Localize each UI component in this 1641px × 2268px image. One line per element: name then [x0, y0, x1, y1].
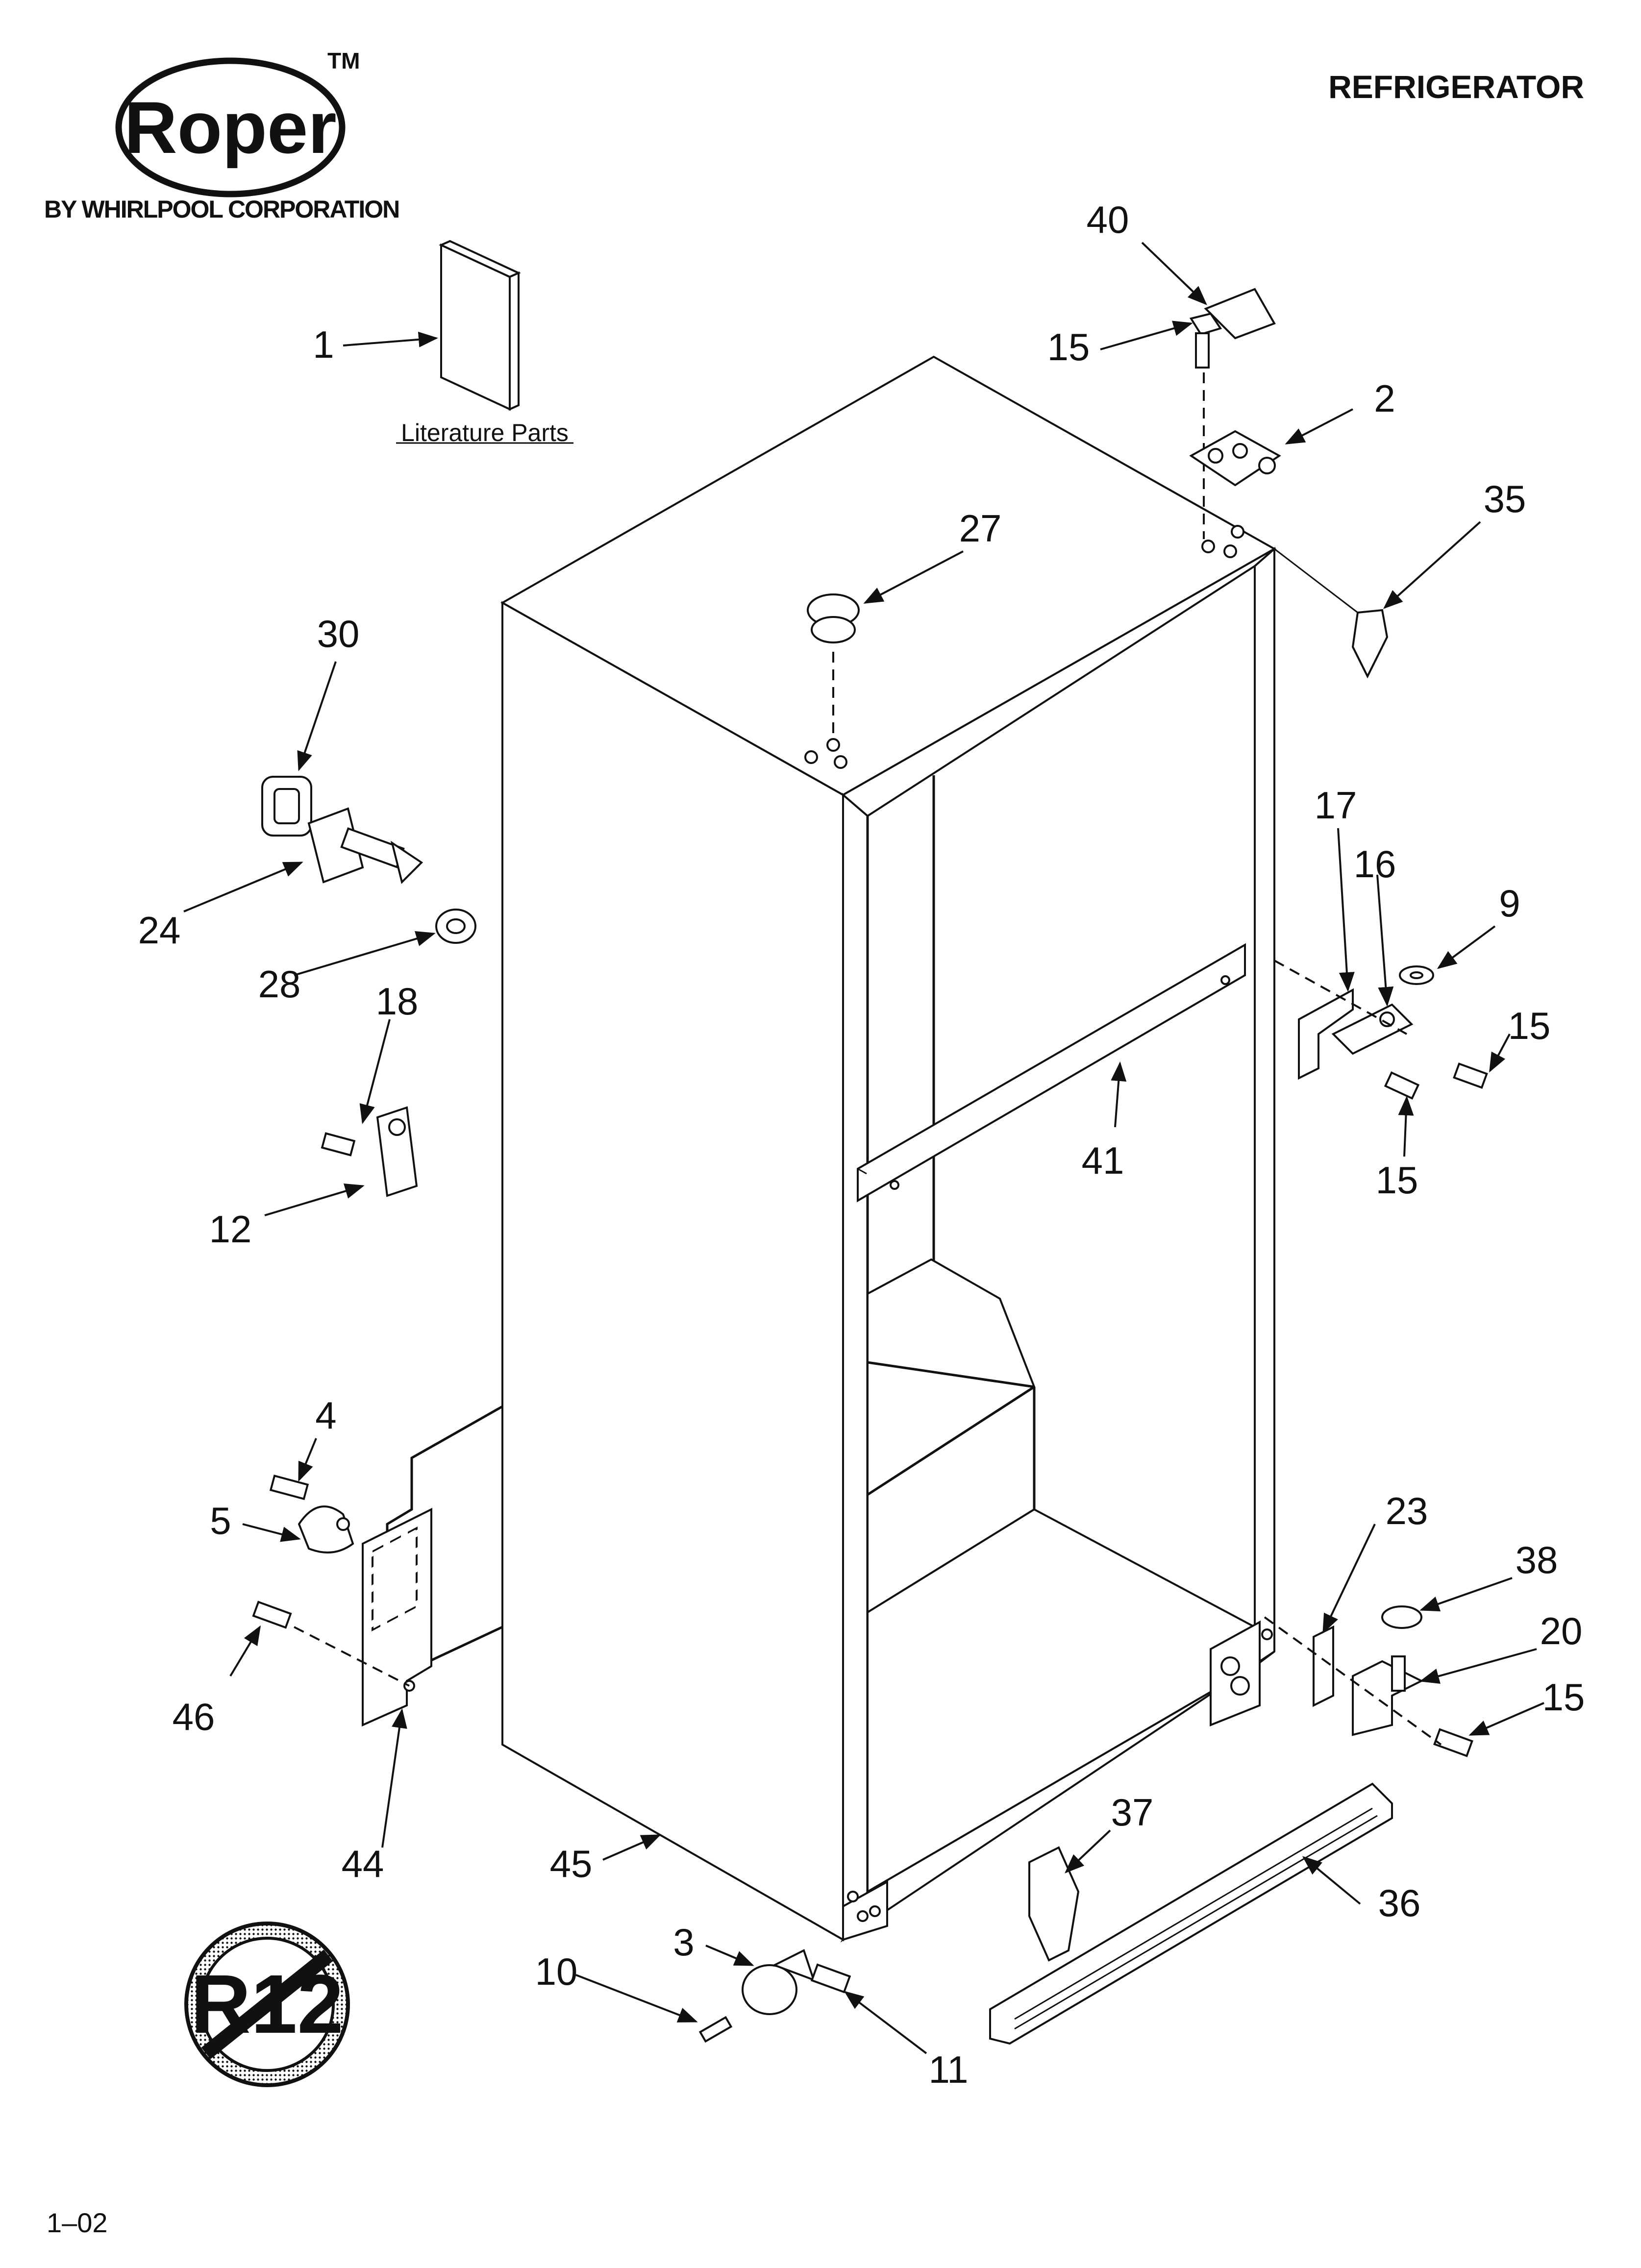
hinge-cap-icon: [1351, 609, 1389, 679]
callout-35: 35: [1484, 477, 1526, 520]
plug-button-icon: [807, 593, 860, 643]
page-title: REFRIGERATOR: [1328, 69, 1584, 105]
callout-46: 46: [173, 1695, 215, 1738]
callout-3: 3: [673, 1921, 694, 1964]
callout-37: 37: [1111, 1791, 1154, 1834]
callout-labels: 1 40 15 2 35 27 30 24 28 18 12 17 16 9 1…: [138, 198, 1585, 2091]
cable-clamp-icon: [298, 1505, 354, 1553]
hinge-cover-icon: [1204, 288, 1276, 340]
roper-logo: Roper TM BY WHIRLPOOL CORPORATION: [44, 48, 400, 223]
callout-2: 2: [1374, 377, 1395, 420]
callout-1: 1: [313, 323, 334, 366]
callout-41: 41: [1082, 1139, 1124, 1182]
drain-tube-icon: [307, 807, 423, 884]
hinge-screw-icon: [1433, 1728, 1473, 1757]
washer-icon: [1381, 1605, 1422, 1629]
callout-24: 24: [138, 909, 181, 952]
callout-10: 10: [535, 1950, 578, 1993]
clip-bracket-icon: [376, 1106, 418, 1197]
callout-28: 28: [258, 962, 301, 1006]
trademark-symbol: TM: [327, 48, 360, 74]
shim-plate-icon: [1313, 1625, 1334, 1707]
screw-icon: [810, 1963, 851, 1994]
grommet-gasket-icon: [261, 776, 312, 837]
footer-code: 1–02: [47, 2207, 108, 2238]
pin-icon: [698, 2016, 733, 2043]
literature-parts-label: Literature Parts: [401, 419, 569, 446]
washer-icon: [435, 909, 476, 944]
callout-18: 18: [376, 980, 419, 1023]
callout-15-mid-lower: 15: [1376, 1159, 1418, 1202]
callout-17: 17: [1315, 784, 1357, 827]
screw-icon: [269, 1475, 309, 1500]
callout-15-top: 15: [1047, 325, 1090, 369]
callout-12: 12: [209, 1208, 252, 1251]
callout-36: 36: [1378, 1881, 1421, 1924]
rear-panel-plate: [362, 1405, 503, 1727]
callout-15-bottom: 15: [1542, 1676, 1585, 1719]
refrigerator-cabinet: [500, 355, 1277, 1943]
grille-clip-icon: [1028, 1846, 1080, 1962]
top-hinge-icon: [1189, 430, 1281, 487]
callout-44: 44: [342, 1842, 384, 1885]
callout-5: 5: [210, 1499, 231, 1542]
callout-38: 38: [1516, 1538, 1558, 1581]
callout-40: 40: [1087, 198, 1129, 241]
washer-icon: [1399, 965, 1434, 985]
callout-4: 4: [315, 1394, 336, 1437]
logo-wordmark: Roper: [124, 86, 336, 169]
callout-23: 23: [1386, 1489, 1428, 1532]
bottom-hinge-icon: [1352, 1655, 1424, 1736]
roller-bracket-icon: [742, 1949, 816, 2015]
hinge-screw-icon: [1384, 1062, 1488, 1100]
callout-45: 45: [550, 1842, 593, 1885]
callout-16: 16: [1354, 842, 1396, 886]
literature-booklet-icon: [439, 240, 521, 411]
brand-subtitle: BY WHIRLPOOL CORPORATION: [44, 196, 399, 223]
hinge-screw-icon: [1189, 312, 1222, 369]
callout-9: 9: [1499, 882, 1520, 925]
callout-27: 27: [959, 507, 1002, 550]
screw-icon: [321, 1132, 356, 1157]
callout-11: 11: [929, 2048, 969, 2091]
callout-20: 20: [1540, 1609, 1583, 1652]
leader-lines: [183, 242, 1544, 2054]
callout-15-mid-right: 15: [1508, 1004, 1551, 1047]
toe-grille-icon: [989, 1782, 1393, 2045]
no-r12-badge: R12: [184, 1922, 350, 2087]
center-hinge-bracket-icon: [1274, 960, 1414, 1080]
callout-30: 30: [317, 612, 360, 655]
screw-icon: [252, 1601, 292, 1629]
